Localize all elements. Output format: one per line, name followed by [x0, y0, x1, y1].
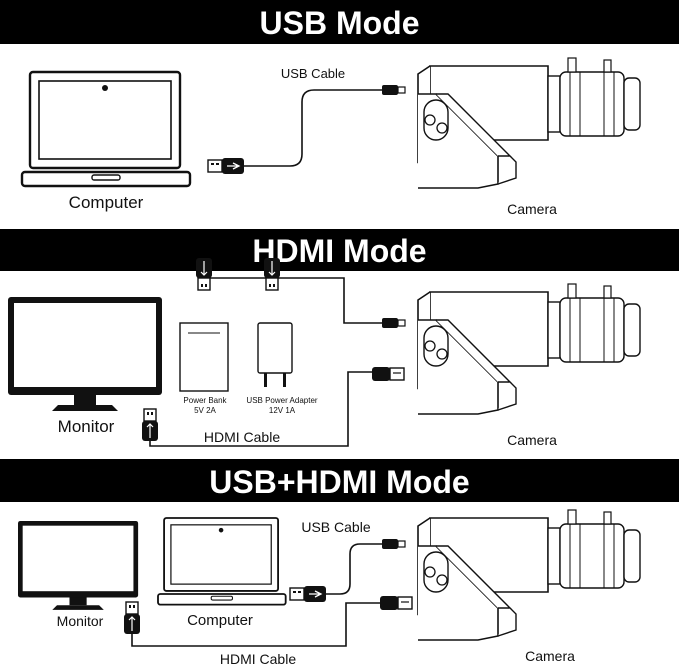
computer-label: Computer — [69, 193, 144, 212]
monitor-icon — [8, 297, 162, 411]
hdmi-cable-line — [149, 371, 372, 447]
computer-laptop-icon — [20, 70, 192, 188]
power-cable-line — [203, 277, 382, 324]
camera-label: Camera — [507, 432, 557, 448]
hdmi-camera-plug-icon — [371, 366, 405, 382]
adapter-plug-icon — [263, 257, 281, 291]
section-title: HDMI Mode — [252, 233, 426, 269]
hdmi-camera-plug-icon — [379, 595, 413, 611]
section-title: USB+HDMI Mode — [209, 464, 469, 500]
computer-label: Computer — [187, 612, 253, 629]
power-bank-label: Power Bank — [183, 396, 227, 405]
power-bank-plug-icon — [195, 257, 213, 291]
usb-adapter-label: USB Power Adapter — [246, 396, 317, 405]
usb-a-plug-icon — [289, 585, 327, 603]
mini-usb-plug-icon — [381, 538, 406, 550]
camera-icon — [417, 57, 641, 189]
hdmi-monitor-plug-icon — [141, 408, 159, 442]
camera-label: Camera — [507, 201, 557, 217]
monitor-label: Monitor — [57, 613, 104, 629]
computer-laptop-icon — [157, 517, 287, 606]
usb-cable-line — [326, 543, 382, 595]
banner-usb-mode: USB Mode — [0, 0, 679, 44]
power-connector-icon — [381, 317, 406, 329]
hdmi-cable-label: HDMI Cable — [220, 651, 296, 666]
power-bank-spec: 5V 2A — [194, 406, 216, 415]
hdmi-cable-line — [131, 602, 380, 647]
usb-adapter-spec: 12V 1A — [269, 406, 296, 415]
usb-power-adapter-icon — [257, 322, 293, 374]
camera-label: Camera — [525, 648, 575, 664]
section-usb-hdmi-mode: Monitor Computer USB Cable HDMI Cable Ca… — [18, 509, 641, 666]
banner-usb-hdmi-mode: USB+HDMI Mode — [0, 459, 679, 502]
section-hdmi-mode: Monitor Power Bank 5V 2A USB Power Adapt… — [8, 257, 641, 448]
banner-hdmi-mode: HDMI Mode — [0, 229, 679, 271]
hdmi-monitor-plug-icon — [123, 601, 141, 635]
power-bank-icon — [179, 322, 229, 392]
monitor-icon — [18, 521, 139, 610]
section-title: USB Mode — [260, 5, 420, 41]
usb-a-plug-icon — [207, 157, 245, 175]
usb-cable-label: USB Cable — [301, 519, 370, 535]
usb-cable-line — [244, 89, 382, 167]
mini-usb-plug-icon — [381, 84, 406, 96]
usb-cable-label: USB Cable — [281, 66, 345, 81]
camera-icon — [417, 509, 641, 641]
monitor-label: Monitor — [58, 417, 115, 436]
section-usb-mode: Computer USB Cable Camera — [20, 57, 641, 217]
camera-icon — [417, 283, 641, 415]
hdmi-cable-label: HDMI Cable — [204, 429, 280, 445]
